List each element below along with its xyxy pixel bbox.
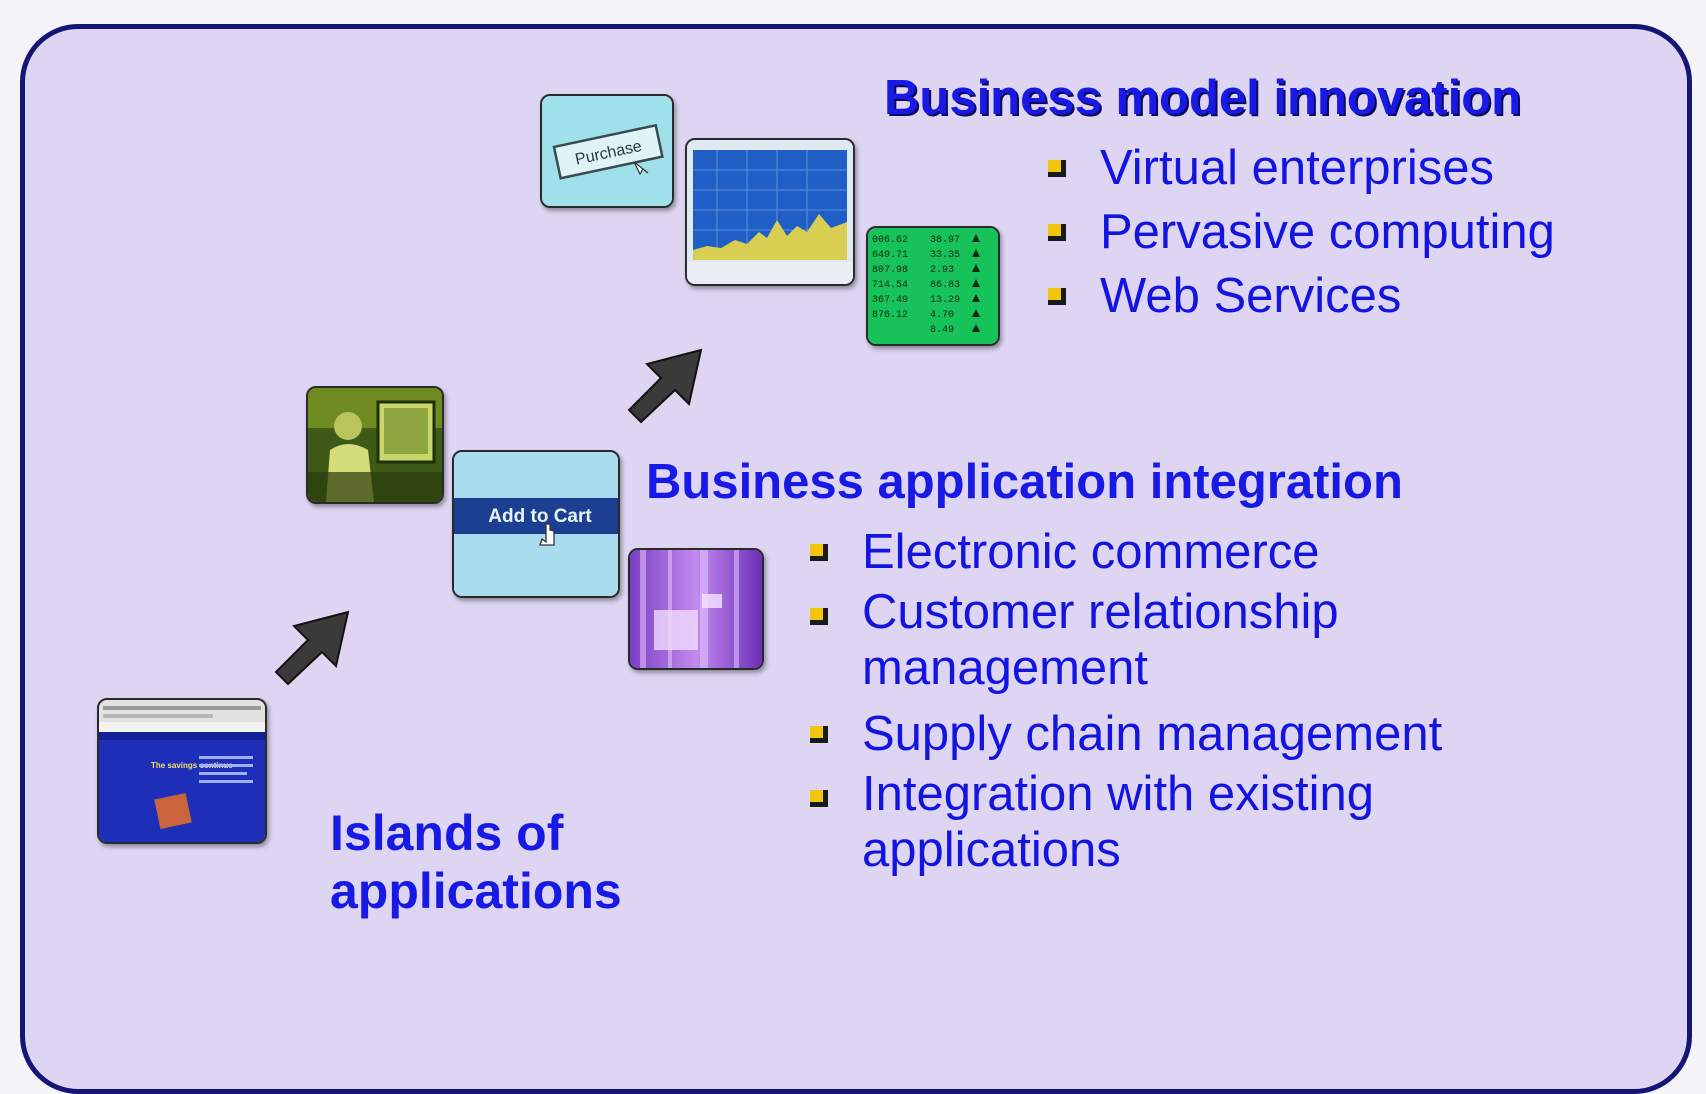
business-application-integration-heading: Business application integration xyxy=(646,455,1403,509)
list-item: Customer relationship management xyxy=(810,584,1442,702)
ticker-up-icon xyxy=(972,234,980,242)
list-item: Web Services xyxy=(1048,264,1555,328)
ticker-value: 876.12 xyxy=(872,310,908,321)
ticker-change: 2.93 xyxy=(930,265,954,276)
website-thumbnail: The savings continue xyxy=(97,698,267,844)
add-to-cart-label: Add to Cart xyxy=(488,506,592,527)
website-heading: The savings continue xyxy=(151,761,233,770)
business-application-integration-list: Electronic commerce Customer relationshi… xyxy=(810,520,1442,878)
ticker-value: 006.62 xyxy=(872,235,908,246)
bullet-square-icon xyxy=(1048,288,1066,305)
ticker-value: 649.71 xyxy=(872,250,908,261)
bullet-square-icon xyxy=(810,608,828,625)
ticker-up-icon xyxy=(972,324,980,332)
arrow-up-right-icon xyxy=(627,348,703,424)
ticker-up-icon xyxy=(972,309,980,317)
ticker-change: 33.35 xyxy=(930,250,960,261)
stock-ticker-thumbnail: 006.62 38.97 649.71 33.35 807.98 2.93 714.54 86… xyxy=(866,226,1000,346)
ticker-up-icon xyxy=(972,264,980,272)
ticker-value: 714.54 xyxy=(872,280,908,291)
ticker-value: 807.98 xyxy=(872,265,908,276)
ticker-change: 38.97 xyxy=(930,235,960,246)
ticker-up-icon xyxy=(972,249,980,257)
list-item: Electronic commerce xyxy=(810,520,1442,584)
bullet-square-icon xyxy=(810,790,828,807)
business-model-innovation-heading: Business model innovation xyxy=(884,71,1522,125)
add-to-cart-thumbnail: Add to Cart xyxy=(452,450,620,598)
list-item: Virtual enterprises xyxy=(1048,136,1555,200)
diagram-frame xyxy=(20,24,1692,1094)
ticker-up-icon xyxy=(972,294,980,302)
business-model-innovation-list: Virtual enterprises Pervasive computing … xyxy=(1048,136,1555,328)
list-item: Pervasive computing xyxy=(1048,200,1555,264)
stock-chart-thumbnail xyxy=(685,138,855,286)
purchase-button-thumbnail: Purchase xyxy=(540,94,674,208)
ticker-change: 86.83 xyxy=(930,280,960,291)
islands-of-applications-heading: Islands of applications xyxy=(330,804,622,920)
arrow-up-right-icon xyxy=(274,610,350,686)
list-item: Integration with existing applications xyxy=(810,766,1442,878)
list-item: Supply chain management xyxy=(810,702,1442,766)
islands-heading-line-1: Islands of xyxy=(330,805,564,861)
bullet-square-icon xyxy=(810,726,828,743)
islands-heading-line-2: applications xyxy=(330,863,622,919)
bullet-square-icon xyxy=(1048,160,1066,177)
ticker-change: 8.49 xyxy=(930,325,954,336)
ticker-change: 13.29 xyxy=(930,295,960,306)
purple-office-thumbnail xyxy=(628,548,764,670)
ticker-up-icon xyxy=(972,279,980,287)
ticker-change: 4.70 xyxy=(930,310,954,321)
office-worker-thumbnail xyxy=(306,386,444,504)
bullet-square-icon xyxy=(810,544,828,561)
bullet-square-icon xyxy=(1048,224,1066,241)
ticker-value: 367.49 xyxy=(872,295,908,306)
